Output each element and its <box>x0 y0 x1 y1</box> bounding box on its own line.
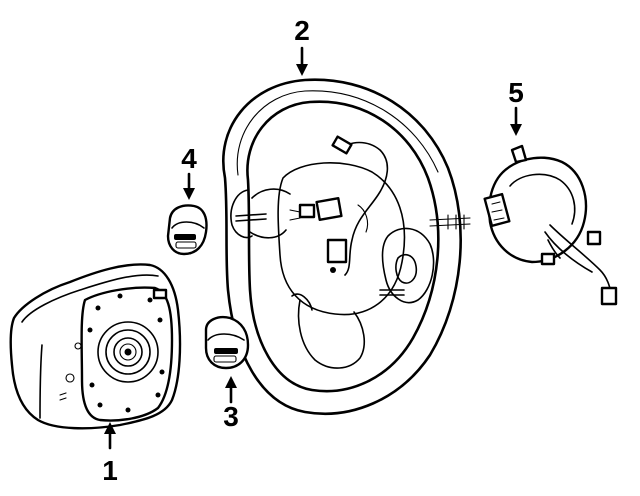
steering-wheel <box>222 78 471 416</box>
callout-4: 4 <box>181 143 197 174</box>
callout-5: 5 <box>508 77 524 108</box>
audio-switch <box>166 204 208 256</box>
callout-1: 1 <box>102 455 118 486</box>
clock-spring <box>483 144 618 306</box>
callout-3: 3 <box>223 401 239 432</box>
callout-2: 2 <box>294 15 310 46</box>
callout-leaders <box>104 46 522 450</box>
air-bag-module <box>9 263 182 430</box>
cruise-switch <box>204 316 250 370</box>
